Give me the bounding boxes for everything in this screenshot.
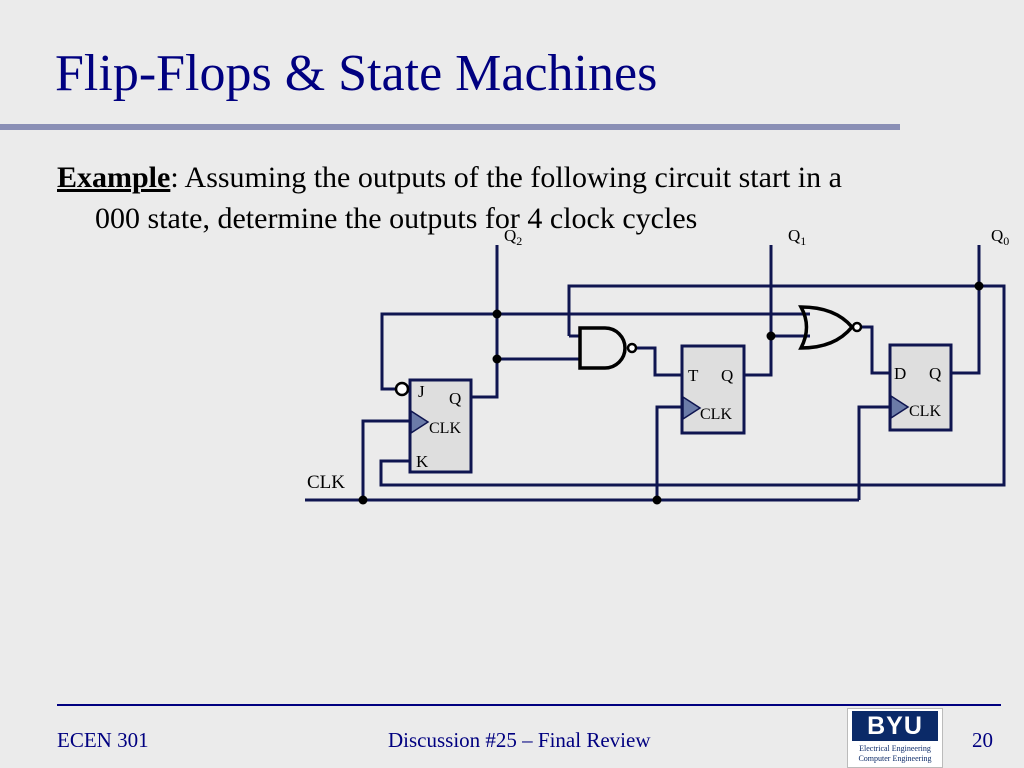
title-divider — [0, 124, 900, 130]
byu-logo-line-1: Electrical Engineering — [859, 744, 931, 753]
nor-bubble — [851, 321, 863, 333]
jk-j-label: J — [418, 382, 425, 401]
wire-q2-out — [471, 245, 499, 399]
wires — [305, 245, 1006, 502]
footer-course: ECEN 301 — [57, 728, 149, 752]
t-t-label: T — [688, 366, 699, 385]
wire-and-to-t — [636, 346, 682, 377]
q0-output-label: Q0 — [991, 226, 1009, 248]
j-inverter-bubble — [394, 381, 410, 397]
wire-q0-to-and — [567, 284, 979, 336]
wire-q1-out — [744, 245, 773, 377]
clk-input-label: CLK — [307, 472, 345, 493]
footer-lecture: Discussion #25 – Final Review — [388, 728, 651, 752]
wire-or-to-d — [861, 325, 890, 375]
jk-q-label: Q — [449, 389, 461, 408]
q2-output-label: Q2 — [504, 226, 522, 248]
wire-q2-to-j — [380, 312, 497, 391]
wire-q0-to-k — [379, 284, 1006, 487]
wire-clk-d — [857, 405, 890, 500]
t-clk-label: CLK — [700, 406, 732, 423]
slide-title: Flip-Flops & State Machines — [55, 45, 658, 102]
nand-bubble — [626, 342, 638, 354]
d-clk-label: CLK — [909, 403, 941, 420]
t-q-label: Q — [721, 366, 733, 385]
footer-divider — [57, 704, 1001, 706]
jk-k-label: K — [416, 452, 429, 471]
example-label: Example — [57, 161, 171, 194]
jk-flip-flop: J Q CLK K — [394, 378, 473, 474]
d-q-label: Q — [929, 364, 941, 383]
example-line-1: : Assuming the outputs of the following … — [170, 161, 842, 194]
d-flip-flop: D Q CLK — [888, 343, 953, 432]
nand-gate — [578, 326, 638, 370]
jk-clock-triangle — [410, 409, 430, 435]
byu-logo: BYU Electrical Engineering Computer Engi… — [847, 708, 943, 768]
jk-clk-label: CLK — [429, 420, 461, 437]
junctions — [358, 281, 984, 505]
d-d-label: D — [894, 364, 906, 383]
wire-clk-t — [655, 405, 682, 500]
q1-output-label: Q1 — [788, 226, 806, 248]
t-flip-flop: T Q CLK — [680, 344, 746, 435]
nor-gate — [798, 305, 863, 350]
t-clock-triangle — [682, 395, 702, 421]
wire-q0-out — [951, 245, 981, 375]
wire-clk-jk — [361, 419, 410, 500]
example-line-2: 000 state, determine the outputs for 4 c… — [95, 202, 698, 235]
example-text: Example: Assuming the outputs of the fol… — [57, 157, 987, 239]
byu-logo-line-2: Computer Engineering — [858, 754, 932, 763]
byu-logo-mark: BYU — [852, 711, 938, 741]
d-clock-triangle — [890, 394, 910, 420]
footer-page-number: 20 — [972, 728, 993, 752]
